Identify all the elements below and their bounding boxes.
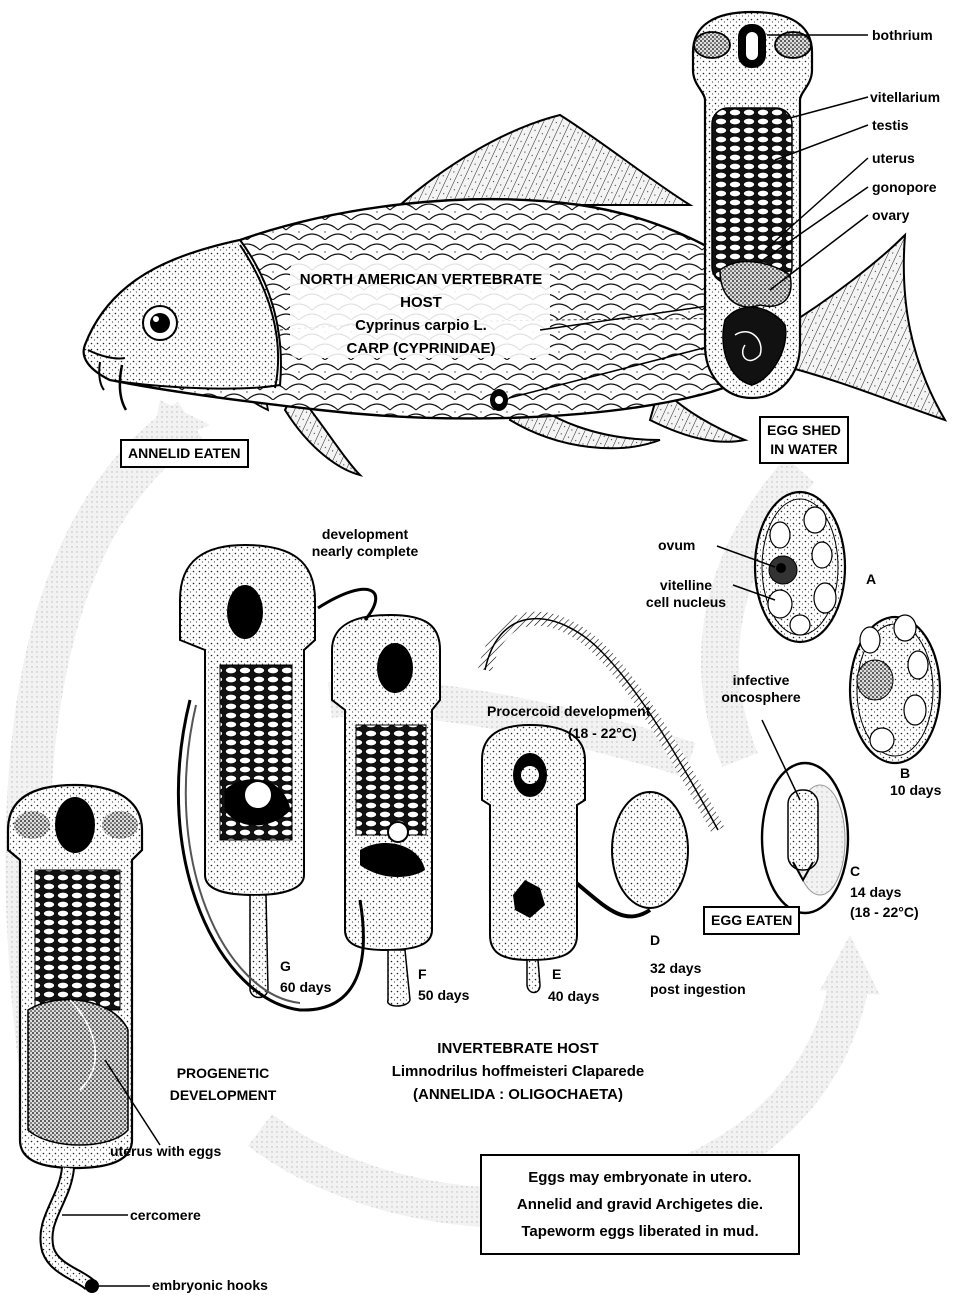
label-cercomere: cercomere bbox=[130, 1207, 201, 1224]
invertebrate-host-species: Limnodrilus hoffmeisteri Claparede bbox=[378, 1060, 658, 1083]
label-infective-oncosphere: infective oncosphere bbox=[706, 672, 816, 706]
label-embryonic-hooks: embryonic hooks bbox=[152, 1277, 268, 1294]
label-vitelline: vitelline cell nucleus bbox=[636, 577, 736, 611]
egg-shed-box: EGG SHED IN WATER bbox=[759, 416, 849, 464]
label-uterus: uterus bbox=[872, 150, 915, 167]
label-stage-d-days: 32 days bbox=[650, 960, 701, 977]
vertebrate-host-family: CARP (CYPRINIDAE) bbox=[296, 337, 546, 360]
procercoid-title: Procercoid development bbox=[487, 703, 650, 720]
label-stage-a: A bbox=[866, 571, 876, 588]
procercoid-stages-drawing bbox=[178, 545, 718, 1010]
invertebrate-host-title: INVERTEBRATE HOST bbox=[378, 1037, 658, 1060]
note-line2: Annelid and gravid Archigetes die. bbox=[492, 1191, 788, 1218]
label-vitelline-line2: cell nucleus bbox=[636, 594, 736, 611]
label-vitellarium: vitellarium bbox=[870, 89, 940, 106]
label-stage-f: F bbox=[418, 966, 427, 983]
label-bothrium: bothrium bbox=[872, 27, 933, 44]
label-ovary: ovary bbox=[872, 207, 909, 224]
label-infective-line1: infective bbox=[706, 672, 816, 689]
progenetic-development-label: PROGENETIC DEVELOPMENT bbox=[158, 1062, 288, 1106]
progenetic-line2: DEVELOPMENT bbox=[158, 1084, 288, 1106]
label-infective-line2: oncosphere bbox=[706, 689, 816, 706]
annelid-eaten-text: ANNELID EATEN bbox=[128, 445, 241, 461]
label-stage-g-days: 60 days bbox=[280, 979, 331, 996]
note-line1: Eggs may embryonate in utero. bbox=[492, 1164, 788, 1191]
label-testis: testis bbox=[872, 117, 909, 134]
label-stage-c: C bbox=[850, 863, 860, 880]
label-stage-d: D bbox=[650, 932, 660, 949]
egg-eaten-text: EGG EATEN bbox=[711, 912, 792, 928]
label-vitelline-line1: vitelline bbox=[636, 577, 736, 594]
invertebrate-host-label: INVERTEBRATE HOST Limnodrilus hoffmeiste… bbox=[378, 1037, 658, 1106]
label-stage-b: B bbox=[900, 765, 910, 782]
label-gonopore: gonopore bbox=[872, 179, 937, 196]
vertebrate-host-label: NORTH AMERICAN VERTEBRATE HOST Cyprinus … bbox=[296, 268, 546, 360]
label-development-line1: development bbox=[290, 526, 440, 543]
invertebrate-host-taxon: (ANNELIDA : OLIGOCHAETA) bbox=[378, 1083, 658, 1106]
label-uterus-with-eggs: uterus with eggs bbox=[110, 1143, 221, 1160]
label-stage-b-days: 10 days bbox=[890, 782, 941, 799]
vertebrate-host-title: NORTH AMERICAN VERTEBRATE HOST bbox=[296, 268, 546, 314]
annelid-eaten-box: ANNELID EATEN bbox=[120, 439, 249, 468]
label-stage-g: G bbox=[280, 958, 291, 975]
note-box: Eggs may embryonate in utero. Annelid an… bbox=[480, 1154, 800, 1255]
progenetic-line1: PROGENETIC bbox=[158, 1062, 288, 1084]
label-stage-c-temp: (18 - 22°C) bbox=[850, 904, 919, 921]
label-stage-c-days: 14 days bbox=[850, 884, 901, 901]
label-stage-f-days: 50 days bbox=[418, 987, 469, 1004]
egg-shed-line1: EGG SHED bbox=[767, 421, 841, 440]
label-development-line2: nearly complete bbox=[290, 543, 440, 560]
procercoid-temp: (18 - 22°C) bbox=[568, 725, 637, 742]
label-stage-d-post: post ingestion bbox=[650, 981, 746, 998]
vertebrate-host-species: Cyprinus carpio L. bbox=[296, 314, 546, 337]
egg-shed-line2: IN WATER bbox=[767, 440, 841, 459]
note-line3: Tapeworm eggs liberated in mud. bbox=[492, 1218, 788, 1245]
egg-eaten-box: EGG EATEN bbox=[703, 906, 800, 935]
label-stage-e-days: 40 days bbox=[548, 988, 599, 1005]
label-stage-e: E bbox=[552, 966, 561, 983]
label-development-nearly-complete: development nearly complete bbox=[290, 526, 440, 560]
label-ovum: ovum bbox=[658, 537, 695, 554]
